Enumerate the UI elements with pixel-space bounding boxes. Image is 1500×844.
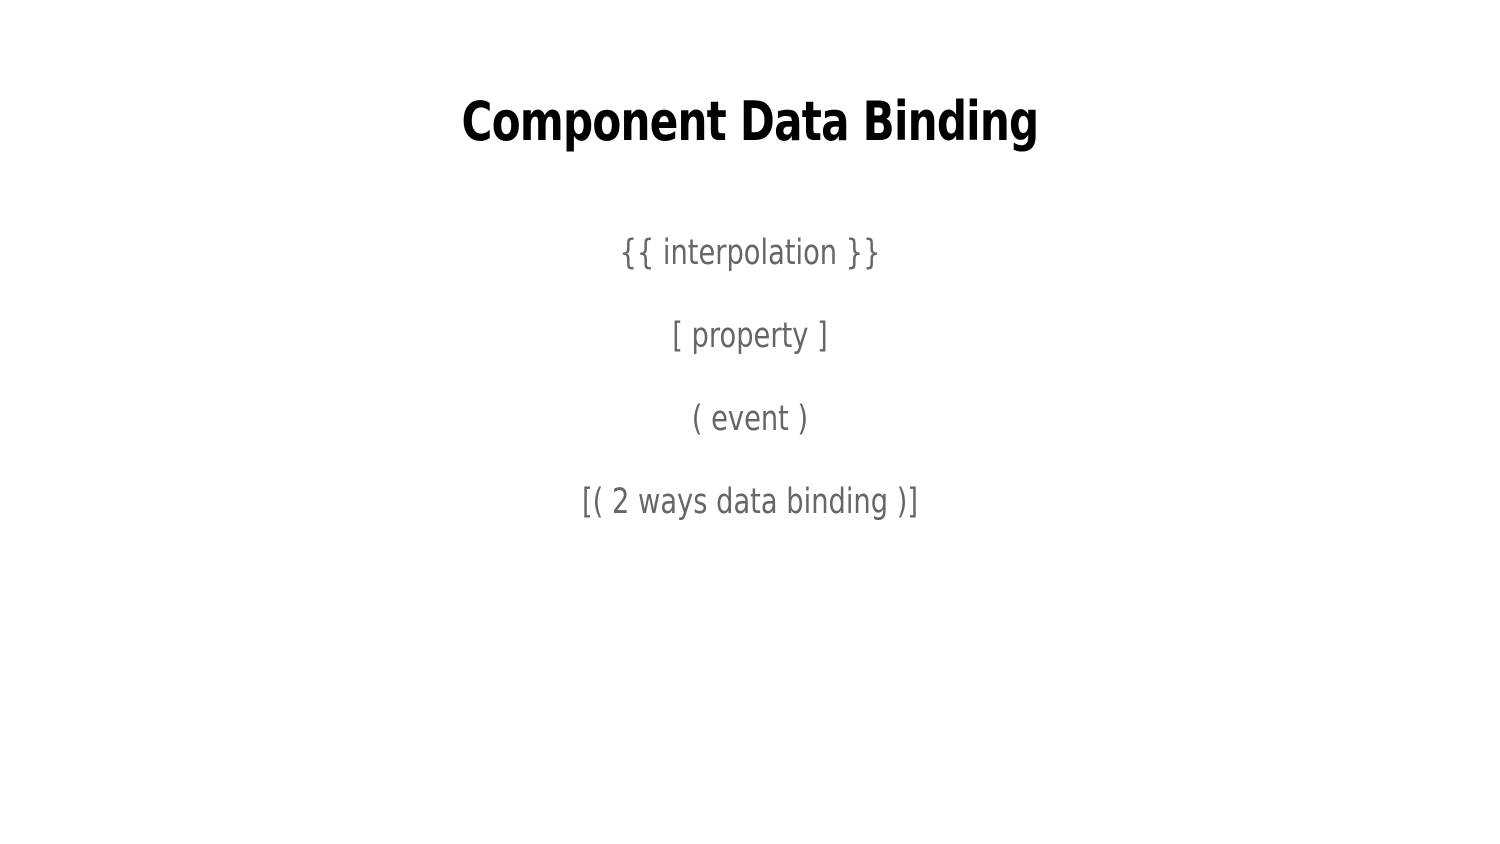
list-item-event: ( event ) [691, 399, 809, 439]
list-item-interpolation: {{ interpolation }} [619, 233, 881, 273]
binding-types-list: {{ interpolation }} [ property ] ( event… [0, 226, 1500, 558]
list-item-property: [ property ] [672, 316, 828, 356]
slide-title: Component Data Binding [461, 90, 1040, 154]
list-item-two-way-binding: [( 2 ways data binding )] [581, 482, 919, 522]
